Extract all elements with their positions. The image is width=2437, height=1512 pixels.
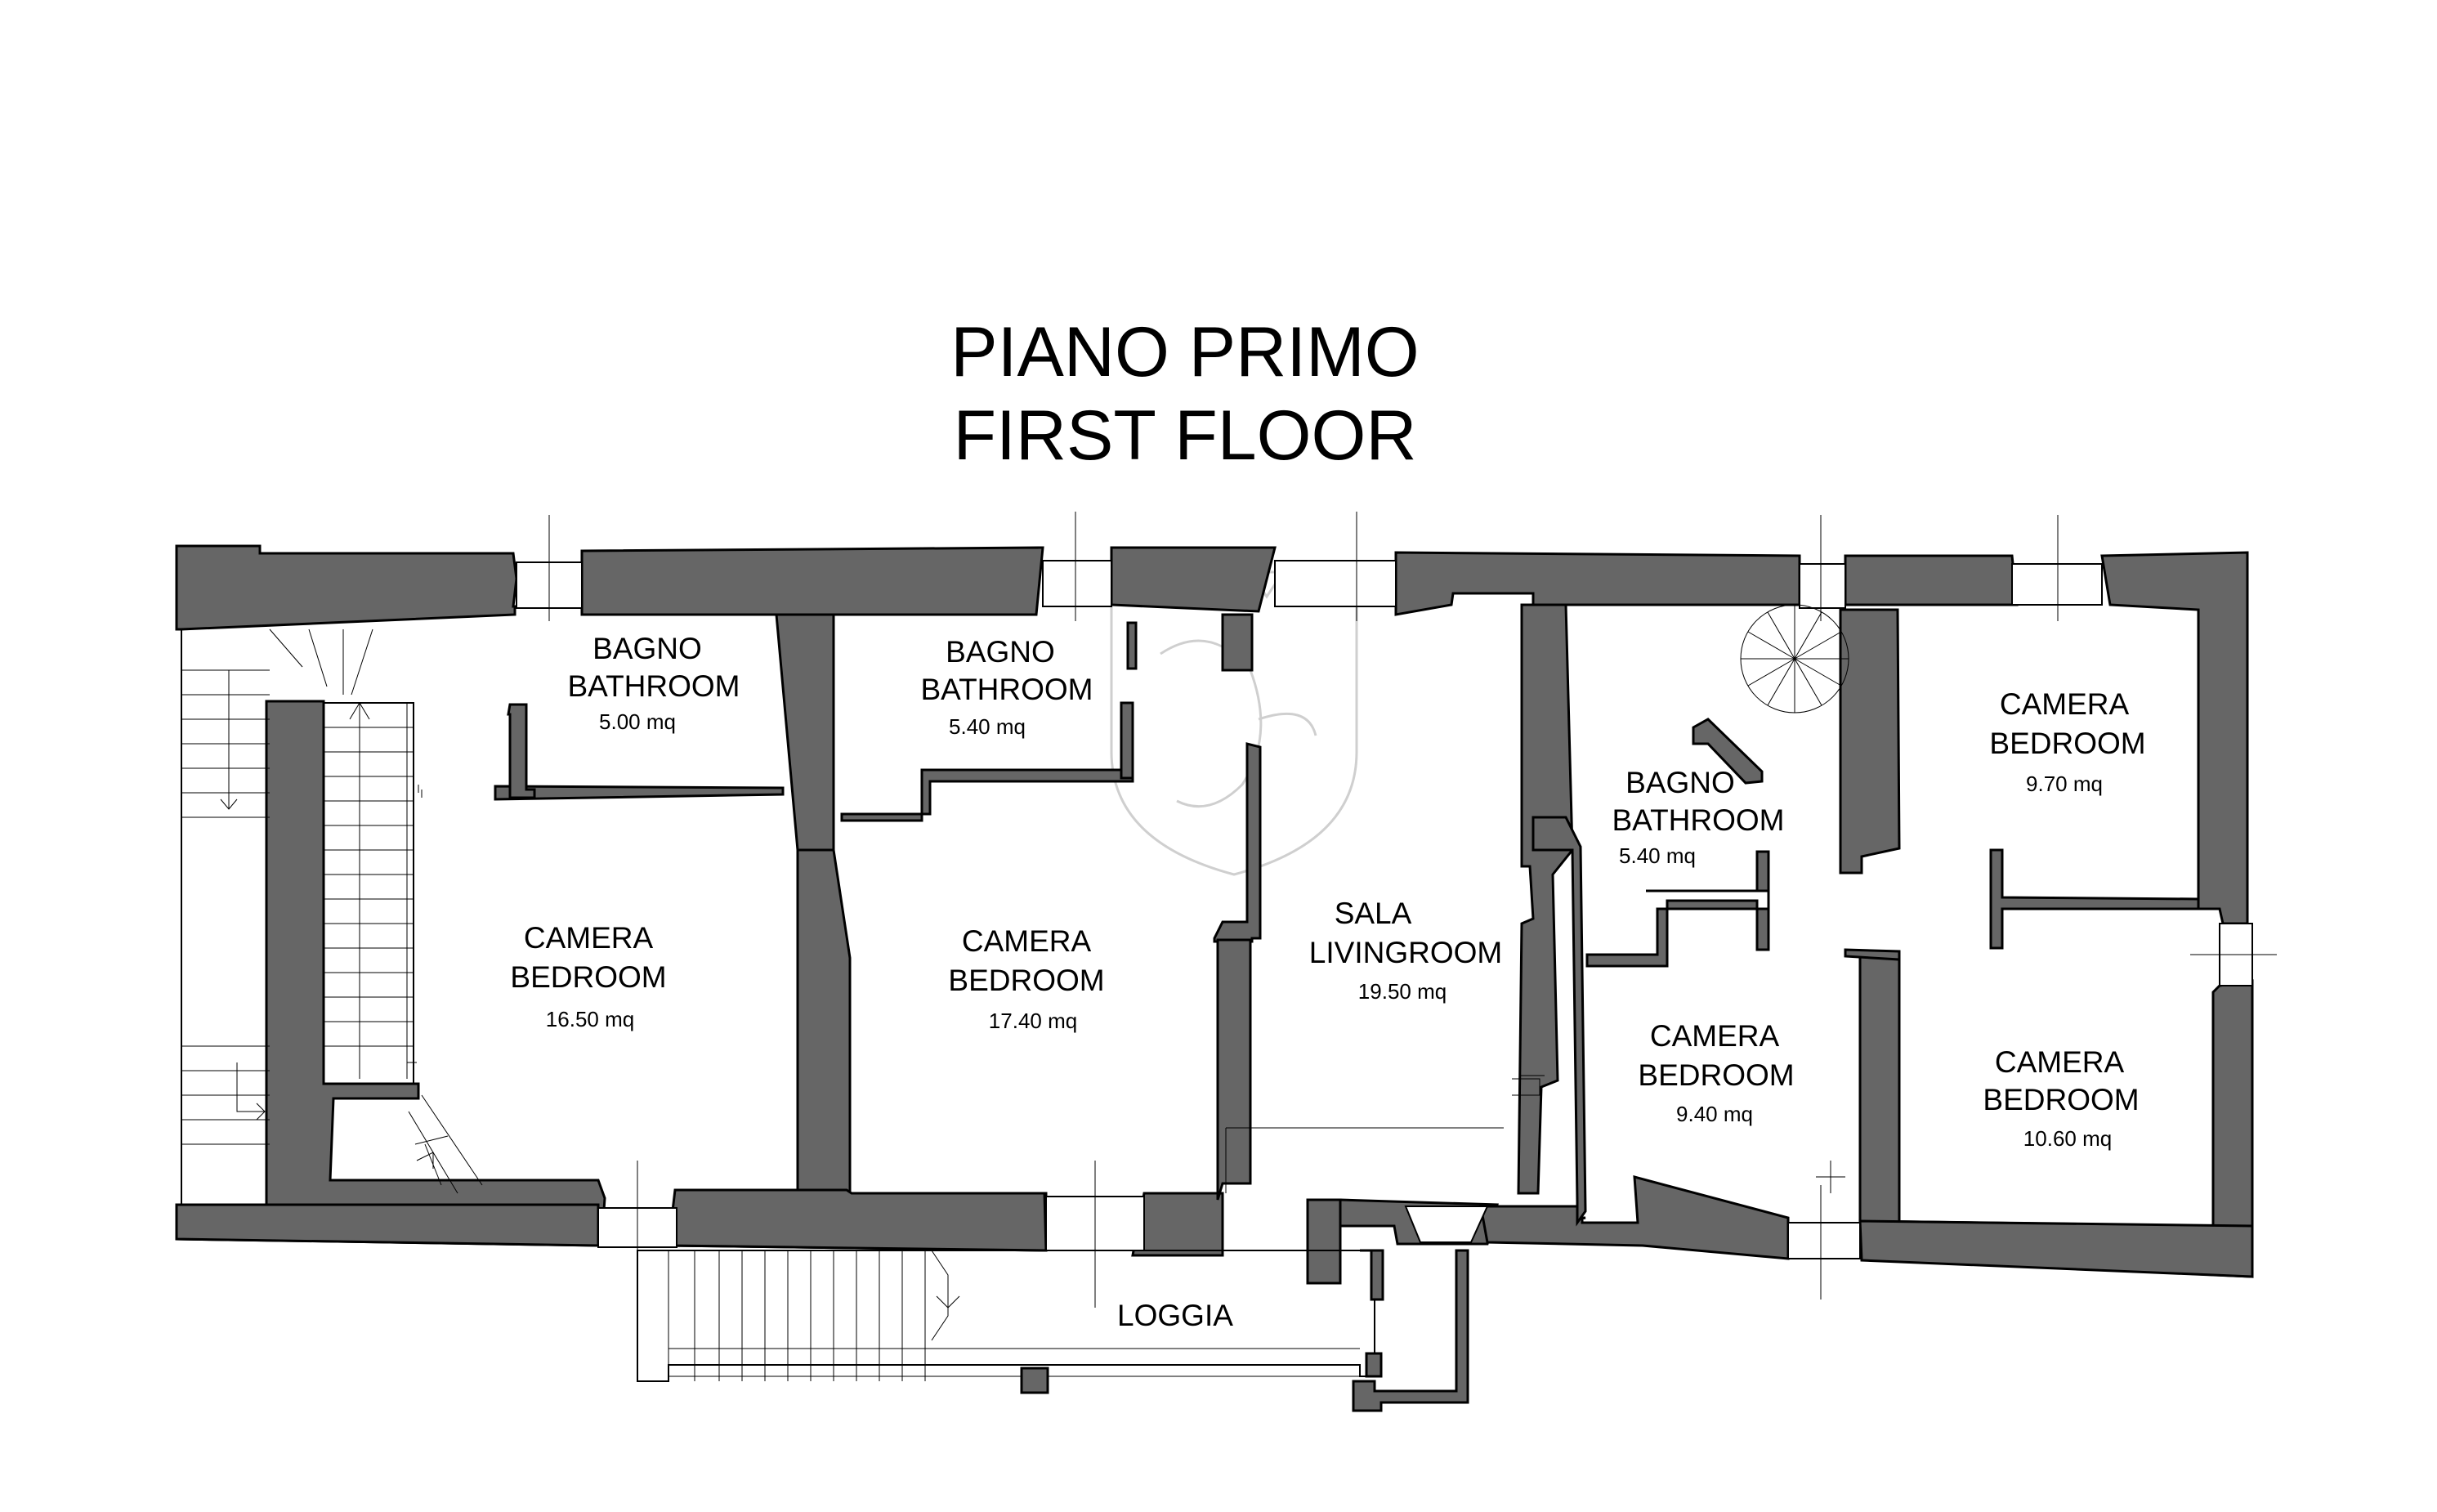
bedroom-partition: [1989, 848, 2200, 950]
fixtures: [1225, 890, 1845, 1193]
room-bedroom-5: CAMERA BEDROOM 10.60 mq: [1983, 1045, 2139, 1151]
north-wall-segment: [2100, 551, 2249, 925]
room-bedroom-1: CAMERA BEDROOM 16.50 mq: [510, 921, 666, 1031]
plan-title-english: FIRST FLOOR: [953, 396, 1417, 475]
south-wall-segment: [1306, 1198, 1342, 1285]
west-staircase: [181, 629, 483, 1206]
stair-door-wall: [1692, 718, 1764, 785]
window: [1042, 560, 1112, 607]
room-name-en: BEDROOM: [510, 960, 666, 994]
north-wall-segment: [1110, 546, 1277, 613]
room-area: 17.40 mq: [989, 1009, 1077, 1033]
room-name-en: BEDROOM: [1983, 1083, 2139, 1116]
room-bedroom-3: CAMERA BEDROOM 9.40 mq: [1638, 1019, 1794, 1126]
interior-wall: [1532, 816, 1587, 1227]
room-bedroom-4: CAMERA BEDROOM 9.70 mq: [1989, 687, 2145, 796]
room-name-it: BAGNO: [946, 635, 1055, 669]
room-name-it: CAMERA: [2000, 687, 2130, 721]
room-name-en: BEDROOM: [1638, 1058, 1794, 1092]
room-name-en: LIVINGROOM: [1309, 936, 1502, 969]
balcony-door: [1404, 1206, 1489, 1243]
room-name-it: CAMERA: [1650, 1019, 1780, 1053]
bathroom-partition: [1585, 850, 1770, 968]
window: [2011, 563, 2103, 606]
loggia-wall: [1360, 1249, 1384, 1301]
room-name-it: CAMERA: [1995, 1045, 2125, 1079]
closet-wall: [1126, 621, 1138, 670]
north-wall-segment: [580, 546, 1044, 616]
interior-wall: [1221, 613, 1254, 672]
loggia-wall: [1352, 1249, 1469, 1412]
room-name-en: BEDROOM: [1989, 727, 2145, 760]
window: [1787, 1222, 1861, 1259]
bathroom-partition: [1120, 701, 1134, 780]
south-facade: [175, 1188, 2254, 1278]
spiral-staircase: [1740, 604, 1849, 714]
room-bathroom-1: BAGNO BATHROOM 5.00 mq: [567, 632, 740, 734]
bathroom-partition: [494, 785, 785, 801]
room-area: 10.60 mq: [2023, 1126, 2112, 1151]
window: [1274, 560, 1397, 607]
room-name-it: SALA: [1335, 897, 1412, 930]
room-area: 5.40 mq: [1619, 843, 1696, 868]
room-name-it: CAMERA: [524, 921, 654, 955]
room-bathroom-2: BAGNO BATHROOM 5.40 mq: [920, 635, 1093, 739]
interior-wall: [1517, 603, 1574, 1195]
column: [1020, 1367, 1049, 1394]
corridor-wall: [1844, 948, 1901, 961]
room-name-en: BEDROOM: [948, 964, 1104, 997]
south-wall-segment: [1131, 1192, 1224, 1257]
room-area: 5.00 mq: [599, 709, 676, 734]
window: [1799, 563, 1846, 609]
walls: [175, 544, 2254, 1285]
room-name-it: BAGNO: [1625, 766, 1735, 799]
bathroom-partition: [507, 703, 536, 799]
north-wall-segment: [1394, 551, 1801, 616]
room-area: 9.70 mq: [2026, 772, 2103, 796]
interior-wall: [775, 613, 835, 852]
plan-title-italian: PIANO PRIMO: [950, 313, 1420, 391]
openings: [516, 512, 2277, 1308]
room-name-it: CAMERA: [962, 924, 1092, 958]
room-name-en: BATHROOM: [920, 673, 1093, 706]
partitions: [494, 621, 2200, 968]
room-livingroom: SALA LIVINGROOM 19.50 mq: [1309, 897, 1502, 1004]
room-bedroom-2: CAMERA BEDROOM 17.40 mq: [948, 924, 1104, 1033]
north-wall-segment: [1844, 554, 2019, 606]
room-name-en: BATHROOM: [1612, 803, 1784, 837]
room-name: LOGGIA: [1117, 1299, 1233, 1332]
bathroom-partition: [840, 768, 1134, 822]
room-name-it: BAGNO: [592, 632, 702, 665]
room-area: 5.40 mq: [949, 714, 1026, 739]
north-wall-segment: [175, 544, 518, 631]
interior-wall: [1839, 608, 1901, 875]
room-area: 19.50 mq: [1358, 979, 1447, 1004]
room-area: 16.50 mq: [546, 1007, 634, 1031]
room-name-en: BATHROOM: [567, 669, 740, 703]
interior-wall: [1213, 742, 1262, 943]
loggia-wall: [1365, 1352, 1383, 1378]
interior-wall: [1858, 951, 1901, 1224]
interior-wall: [1216, 938, 1252, 1201]
room-area: 9.40 mq: [1676, 1102, 1753, 1126]
loggia-area: [637, 1249, 1469, 1412]
room-loggia: LOGGIA: [1117, 1299, 1233, 1332]
room-bathroom-3: BAGNO BATHROOM 5.40 mq: [1612, 766, 1784, 868]
